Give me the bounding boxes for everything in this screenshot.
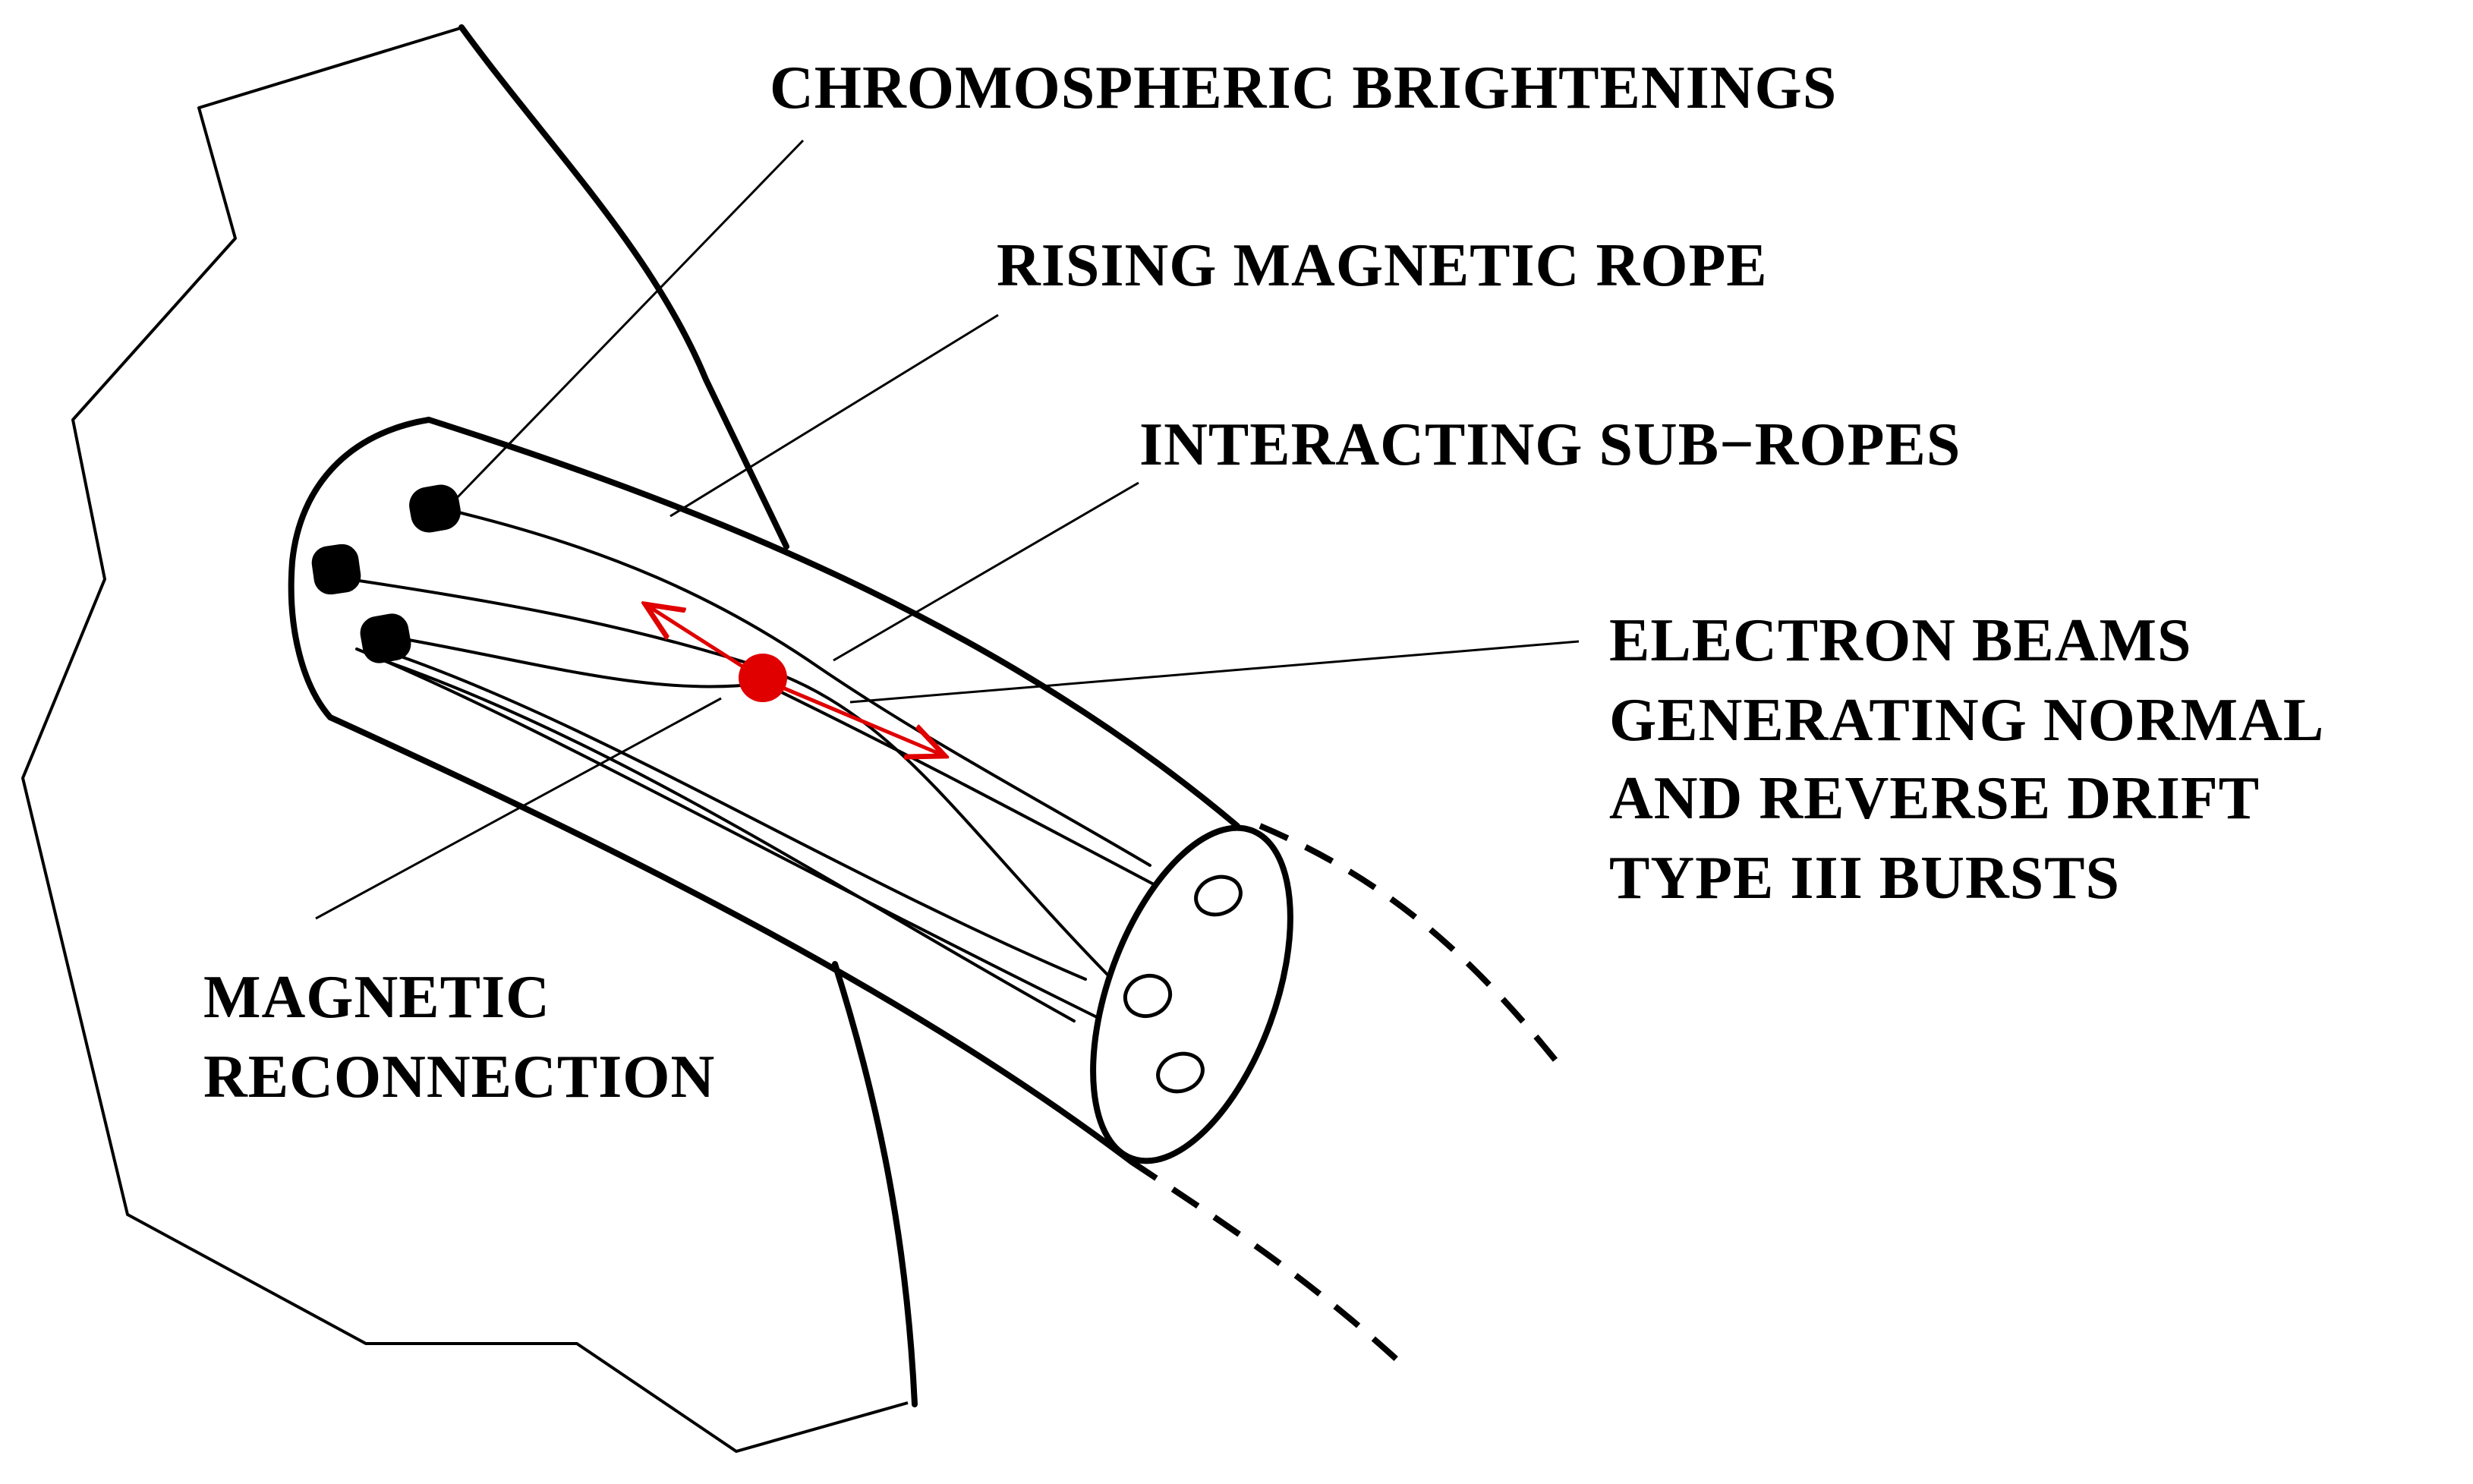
rope-continuation-lower xyxy=(1129,1158,1407,1369)
chromospheric-brightening-1 xyxy=(409,484,461,533)
sub-rope-section-3 xyxy=(1156,1051,1205,1094)
active-region-outline xyxy=(21,26,909,1453)
label-magnetic-reconnection-line-1: MAGNETIC xyxy=(203,964,550,1031)
sub-rope-strand-6 xyxy=(382,659,1076,1022)
leader-chromospheric-brightenings xyxy=(452,139,805,503)
limb-line-lower xyxy=(832,961,918,1407)
label-magnetic-reconnection-line-2: RECONNECTION xyxy=(203,1044,715,1111)
label-electron-beams-line-1: ELECTRON BEAMS xyxy=(1609,607,2191,674)
label-interacting-sub-ropes: INTERACTING SUB−ROPES xyxy=(1139,411,1961,478)
sub-rope-strand-4 xyxy=(355,647,1098,1019)
leader-magnetic-reconnection xyxy=(315,697,722,920)
label-chromospheric-brightenings: CHROMOSPHERIC BRIGHTENINGS xyxy=(770,55,1837,121)
magnetic-rope-back-cap xyxy=(288,417,432,720)
sub-rope-section-2 xyxy=(1123,974,1173,1018)
label-magnetic-reconnection: MAGNETIC RECONNECTION xyxy=(203,964,715,1111)
electron-beam-arrow-down xyxy=(762,677,945,756)
label-electron-beams: ELECTRON BEAMS GENERATING NORMAL AND REV… xyxy=(1609,607,2324,912)
sub-rope-section-1 xyxy=(1194,874,1243,917)
leader-interacting-sub-ropes xyxy=(833,481,1139,662)
leader-electron-beams xyxy=(849,640,1580,704)
magnetic-rope-bottom-edge xyxy=(327,714,1134,1164)
sub-rope-strand-1 xyxy=(435,506,1151,867)
chromospheric-brightening-3 xyxy=(360,613,411,663)
label-electron-beams-line-3: AND REVERSE DRIFT xyxy=(1609,765,2260,832)
label-electron-beams-line-4: TYPE III BURSTS xyxy=(1609,845,2120,912)
rope-continuation-upper xyxy=(1259,823,1567,1073)
label-rising-magnetic-rope: RISING MAGNETIC ROPE xyxy=(997,232,1768,299)
limb-line-upper xyxy=(458,24,789,550)
chromospheric-brightening-2 xyxy=(311,544,361,595)
reconnection-point xyxy=(739,654,787,702)
sub-rope-strand-2 xyxy=(332,575,1110,977)
magnetic-rope-top-edge xyxy=(426,417,1240,829)
sub-rope-strand-5 xyxy=(393,653,1087,981)
label-electron-beams-line-2: GENERATING NORMAL xyxy=(1609,687,2324,754)
magnetic-rope-front-cap xyxy=(1090,824,1293,1164)
leader-rising-magnetic-rope xyxy=(669,313,999,518)
